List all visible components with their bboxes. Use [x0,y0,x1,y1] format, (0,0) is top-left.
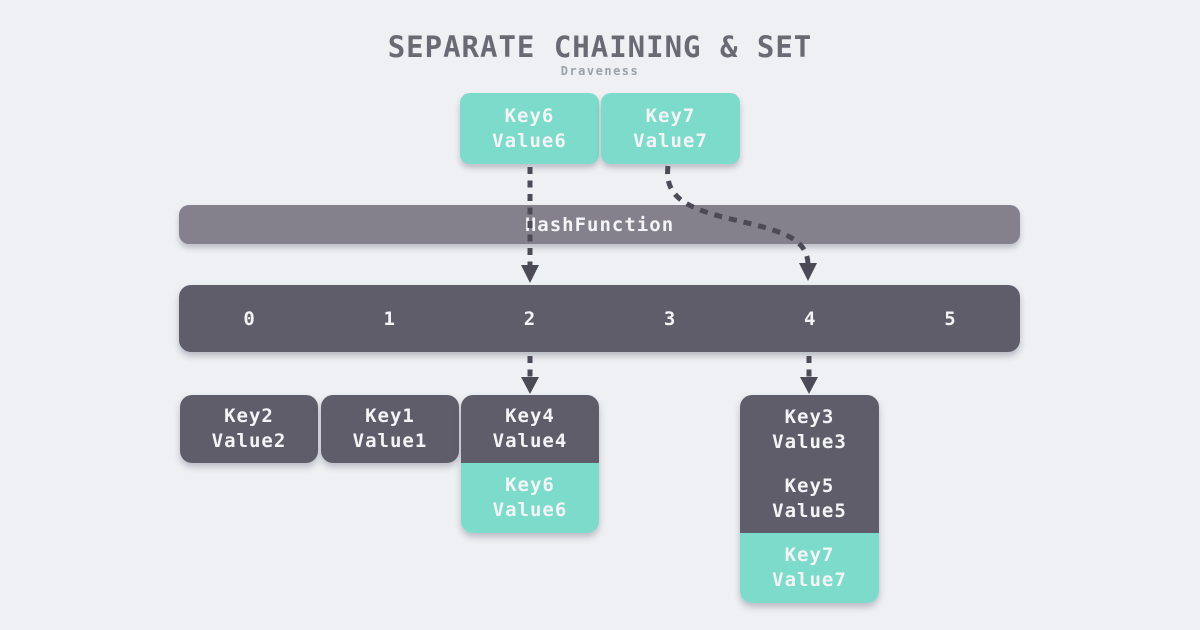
incoming-key7-box: Key7 Value7 [601,93,740,164]
incoming-key7-key: Key7 [645,104,696,127]
diagram-subtitle: Draveness [560,64,640,78]
bucket-3-index: 3 [663,307,676,330]
chain-entry-key3: Key3 Value3 [740,395,879,464]
bucket-2: 2 [459,285,599,352]
entry-key: Key3 [784,405,835,428]
arrow-bucket2-to-chain [521,356,539,394]
bucket-0: 0 [179,285,319,352]
chain-entry-key2: Key2 Value2 [180,395,318,463]
entry-value: Value7 [772,569,847,591]
bucket-5: 5 [880,285,1020,352]
chain-entry-key4: Key4 Value4 [461,395,599,463]
entry-value: Value1 [352,430,428,452]
incoming-key7-value: Value7 [633,129,708,152]
bucket-2-index: 2 [523,307,536,330]
entry-key: Key7 [784,544,835,566]
bucket-array-bar: 0 1 2 3 4 5 [179,285,1020,352]
entry-key: Key2 [224,405,274,427]
chain-entry-key5: Key5 Value5 [740,464,879,533]
entry-value: Value6 [492,499,568,521]
chain-bucket-4: Key3 Value3 Key5 Value5 Key7 Value7 [740,395,879,603]
bucket-3: 3 [600,285,740,352]
incoming-key6-value: Value6 [492,129,567,152]
arrow-bucket4-to-chain [800,356,818,394]
bucket-1-index: 1 [383,307,395,330]
chain-bucket-2: Key4 Value4 Key6 Value6 [461,395,599,533]
entry-value: Value5 [772,499,847,522]
entry-value: Value2 [211,430,287,452]
chain-entry-key7-highlighted: Key7 Value7 [740,533,879,603]
bucket-5-index: 5 [944,307,956,330]
incoming-key6-box: Key6 Value6 [460,93,599,164]
hash-function-bar: HashFunction [179,205,1020,244]
chain-bucket-0: Key2 Value2 [180,395,318,463]
bucket-4: 4 [740,285,880,352]
entry-value: Value3 [772,430,847,453]
entry-value: Value4 [492,430,568,452]
bucket-4-index: 4 [804,307,816,330]
entry-key: Key4 [505,405,555,427]
chain-entry-key6-highlighted: Key6 Value6 [461,463,599,533]
entry-key: Key1 [365,405,415,427]
chain-bucket-1: Key1 Value1 [321,395,459,463]
bucket-0-index: 0 [243,307,255,330]
incoming-key6-key: Key6 [504,104,555,127]
bucket-1: 1 [319,285,459,352]
chain-entry-key1: Key1 Value1 [321,395,459,463]
diagram-title: SEPARATE CHAINING & SET [387,30,813,64]
entry-key: Key5 [784,474,835,497]
entry-key: Key6 [505,474,555,496]
hash-function-label: HashFunction [524,213,675,236]
